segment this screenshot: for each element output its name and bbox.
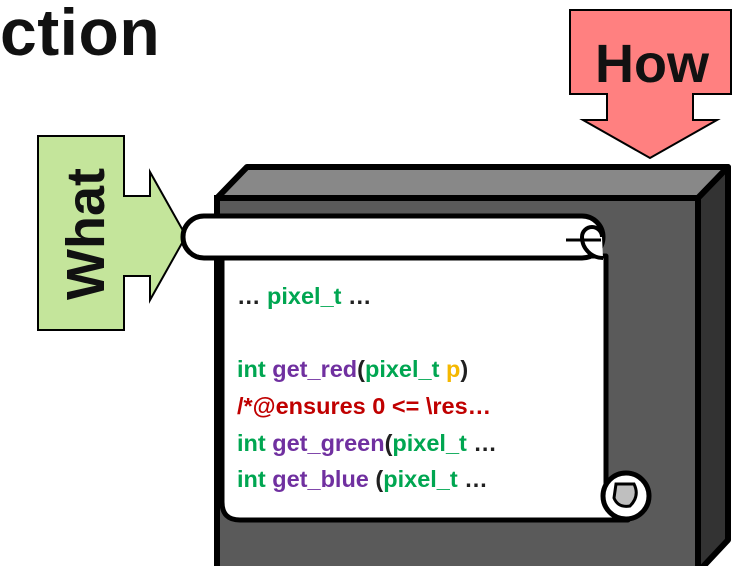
code-token: ( <box>368 466 384 492</box>
slide-title: ction <box>0 0 161 69</box>
how-arrow <box>569 9 732 160</box>
scroll-bottom-curl-inner <box>612 482 638 508</box>
box-top-face <box>214 164 731 201</box>
code-line-2: int get_red(pixel_t p) <box>237 356 468 383</box>
code-type-token: int <box>237 466 273 492</box>
code-token: … <box>237 283 268 309</box>
scroll-top-roll <box>180 213 606 261</box>
what-label: What <box>56 168 116 300</box>
code-function-token: get_red <box>272 356 358 382</box>
scroll-top-curl-icon <box>579 224 604 260</box>
code-function-token: get_green <box>272 430 385 456</box>
code-type-token: pixel_t <box>383 466 458 492</box>
what-arrow <box>37 135 188 331</box>
code-token: … <box>466 430 497 456</box>
code-param-token: p <box>445 356 461 382</box>
code-line-4: int get_green(pixel_t … <box>237 430 497 457</box>
code-type-token: pixel_t <box>364 356 446 382</box>
code-type-token: pixel_t <box>392 430 467 456</box>
code-function-token: get_blue <box>272 466 369 492</box>
code-token: ) <box>460 356 469 382</box>
code-token: ( <box>357 356 365 382</box>
code-token: … <box>457 466 488 492</box>
code-type-token: pixel_t <box>267 283 342 309</box>
how-label: How <box>595 34 710 94</box>
code-line-3-contract: /*@ensures 0 <= \res… <box>237 393 492 419</box>
code-type-token: int <box>237 356 273 382</box>
code-line-1: … pixel_t … <box>237 283 372 310</box>
code-line-5: int get_blue (pixel_t … <box>237 466 488 493</box>
code-token: ( <box>384 430 393 456</box>
code-type-token: int <box>237 430 273 456</box>
code-token: … <box>341 283 372 309</box>
box-side-face <box>695 164 731 566</box>
